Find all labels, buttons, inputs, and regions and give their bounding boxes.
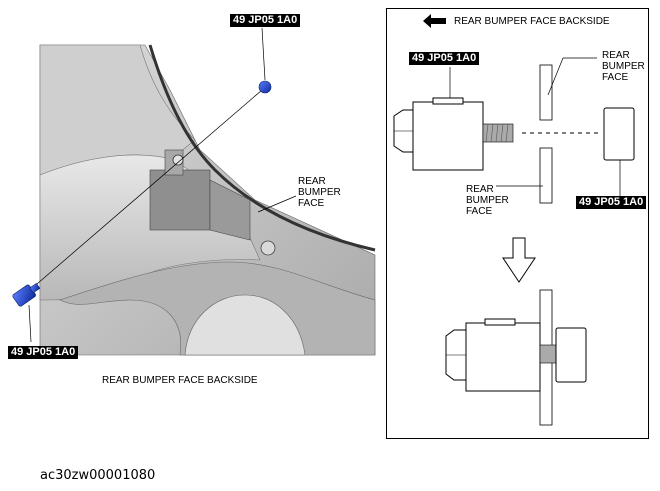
tool-assembly-bottom [445,289,587,426]
tool-tag-bottom: 49 JP05 1A0 [8,346,79,359]
leader-part-label [257,195,297,213]
tool-tag-right: 49 JP05 1A0 [576,196,647,209]
left-caption: REAR BUMPER FACE BACKSIDE [102,375,258,386]
direction-label: REAR BUMPER FACE BACKSIDE [454,16,610,27]
mount-hole-target [172,154,184,166]
upper-part-label: REAR BUMPER FACE [602,50,645,83]
tool-assembly-top [393,57,635,204]
figure-code: ac30zw00001080 [40,468,156,483]
bracket-block [149,169,211,231]
tool-nut-top [258,80,272,94]
tool-collar [432,97,464,105]
alignment-line [29,89,263,291]
tool-tag-top: 49 JP05 1A0 [230,14,301,27]
arrow-down-icon [502,237,536,283]
detail-panel [386,8,649,439]
bumper-face-upper-section [539,64,553,121]
leader-bottom-tag [28,304,32,343]
tool-body [412,101,484,171]
leader-top-tag [261,27,266,81]
bumper-face-lower-section [539,147,553,204]
arrow-left-icon [423,14,446,28]
tool-body-installed [465,322,541,392]
mount-hole [260,240,276,256]
tool-bolt-bottom [12,282,41,307]
bumper-arch-opening [184,294,306,356]
leader-upper-label [547,57,564,96]
part-label-rear-bumper-face: REAR BUMPER FACE [298,176,341,209]
tool-nut [603,107,635,161]
bracket-rib [209,179,251,241]
bumper-edge-seam [148,44,376,252]
tool-threaded-rod-installed [539,344,559,364]
lower-part-label: REAR BUMPER FACE [466,184,509,217]
tool-nut-installed [555,327,587,383]
tool-tag-left: 49 JP05 1A0 [409,52,480,65]
